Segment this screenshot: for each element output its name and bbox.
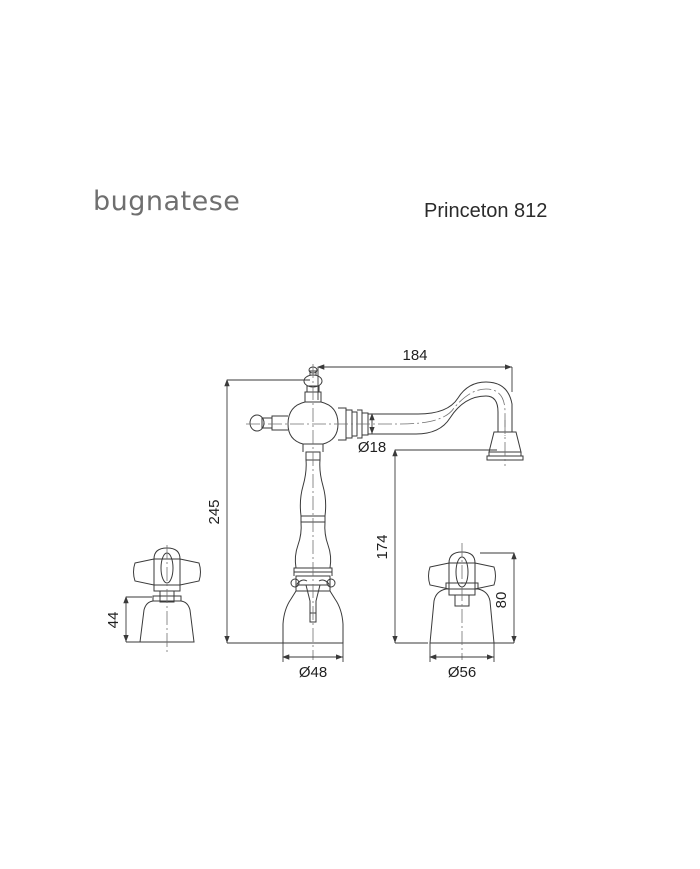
dimension-label-184: 184 xyxy=(402,347,427,364)
dimension-label-174: 174 xyxy=(374,534,391,559)
brand-logo: bugnatese xyxy=(93,186,241,217)
dimension-spout-reach xyxy=(317,364,513,400)
dimension-label-245: 245 xyxy=(206,499,223,524)
dimension-body-base-diameter xyxy=(282,643,344,662)
faucet-body xyxy=(249,366,344,644)
page-title: Princeton 812 xyxy=(424,200,548,222)
dimension-right-handle-height xyxy=(480,552,517,644)
dimension-left-handle-height xyxy=(123,596,152,643)
dimension-label-tube-diameter: Ø18 xyxy=(358,439,386,456)
dimension-label-44: 44 xyxy=(105,612,122,629)
dimension-total-height xyxy=(224,379,310,644)
dimension-spout-height xyxy=(392,449,497,644)
dimension-handle-base-diameter xyxy=(429,643,495,662)
dimension-label-48: Ø48 xyxy=(299,664,327,681)
dimension-label-56: Ø56 xyxy=(448,664,476,681)
dimension-label-80: 80 xyxy=(493,592,510,609)
